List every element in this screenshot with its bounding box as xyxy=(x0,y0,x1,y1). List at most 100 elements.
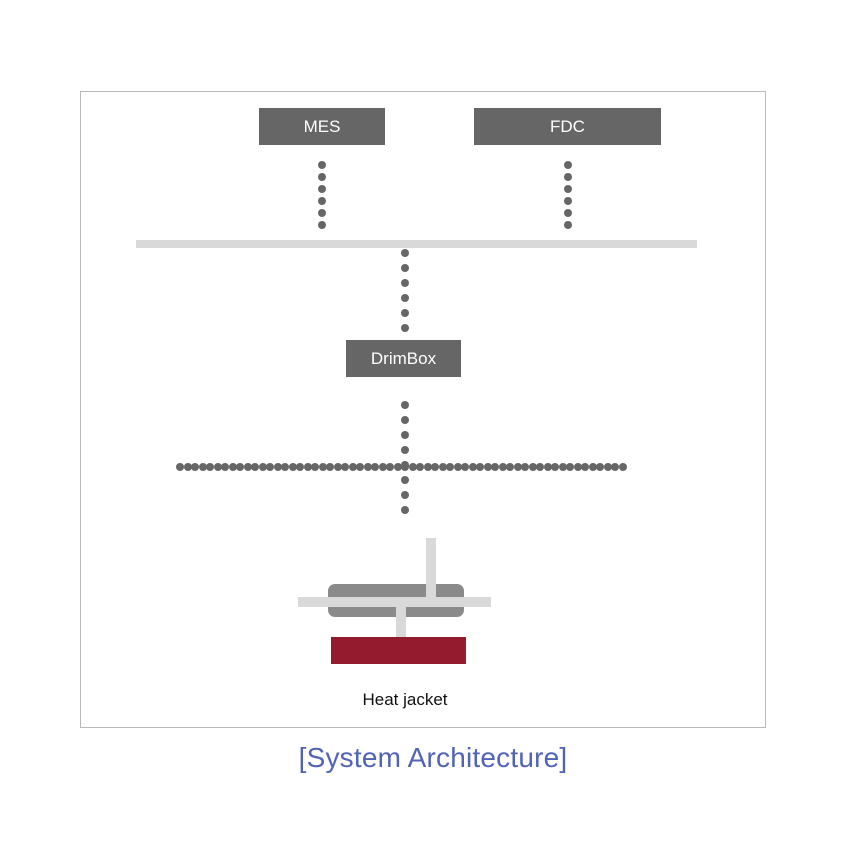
field-bus-dot xyxy=(266,463,274,471)
field-bus-dot xyxy=(588,463,597,471)
connector-dot xyxy=(318,197,326,205)
field-bus-dot xyxy=(176,463,184,471)
connector-dot xyxy=(401,264,409,272)
mes-label: MES xyxy=(303,116,341,136)
field-bus-dot xyxy=(528,463,537,471)
connector-dot xyxy=(401,431,409,439)
connector-dot xyxy=(401,491,409,499)
field-bus-dot xyxy=(311,463,319,471)
field-bus-dot xyxy=(483,463,492,471)
field-bus-dot xyxy=(431,463,439,471)
connector-dot xyxy=(401,506,409,514)
field-bus-dot xyxy=(446,463,454,471)
field-bus-dot xyxy=(236,463,244,471)
upper-network-bus xyxy=(136,240,697,248)
field-bus-dot xyxy=(416,463,424,471)
field-bus-dot xyxy=(258,463,267,471)
vertical-pipe-overlay xyxy=(426,584,436,600)
field-bus-dot xyxy=(303,463,312,471)
field-bus-dot xyxy=(378,463,387,471)
horizontal-pipe xyxy=(298,597,491,607)
field-bus-dot xyxy=(498,463,507,471)
field-bus-dot xyxy=(333,463,342,471)
field-bus-dot xyxy=(251,463,259,471)
heat-jacket xyxy=(331,637,466,664)
field-bus-dot xyxy=(281,463,289,471)
connector-dot xyxy=(401,446,409,454)
field-bus-dot xyxy=(438,463,447,471)
diagram-caption: [System Architecture] xyxy=(298,742,568,773)
connector-dot xyxy=(564,221,572,229)
field-bus-dot xyxy=(566,463,574,471)
field-bus-dot xyxy=(461,463,469,471)
field-bus-dot xyxy=(348,463,357,471)
field-bus-dot xyxy=(318,463,327,471)
connector-dot xyxy=(564,197,572,205)
connector-dot xyxy=(401,324,409,332)
field-bus-dot xyxy=(581,463,589,471)
field-bus-dot xyxy=(221,463,229,471)
connector-dot xyxy=(401,249,409,257)
field-bus-dot xyxy=(453,463,462,471)
field-bus-dot xyxy=(341,463,349,471)
field-bus-dot xyxy=(243,463,252,471)
connector-dot xyxy=(564,209,572,217)
field-bus-dot xyxy=(386,463,394,471)
drimbox-node: DrimBox xyxy=(346,340,461,377)
field-bus-dot xyxy=(326,463,334,471)
vertical-pipe-bottom xyxy=(396,605,406,640)
fdc-label: FDC xyxy=(550,116,585,136)
field-bus-dot xyxy=(521,463,529,471)
connector-dot xyxy=(564,161,572,169)
field-bus-dot xyxy=(513,463,522,471)
field-bus-dot xyxy=(296,463,304,471)
field-bus-dot xyxy=(491,463,499,471)
connector-dot xyxy=(318,209,326,217)
field-bus-dot xyxy=(356,463,364,471)
field-bus-dot xyxy=(371,463,379,471)
field-bus-dot xyxy=(476,463,484,471)
connector-dot xyxy=(401,401,409,409)
field-bus-dot xyxy=(536,463,544,471)
field-bus-dot xyxy=(596,463,604,471)
field-bus-dot xyxy=(228,463,237,471)
field-bus-dot xyxy=(603,463,612,471)
connector-dot xyxy=(318,173,326,181)
field-bus-dot xyxy=(213,463,222,471)
field-bus-dot xyxy=(551,463,559,471)
mes-node: MES xyxy=(259,108,385,145)
vertical-pipe-top xyxy=(426,538,436,600)
field-bus-dot xyxy=(363,463,372,471)
fdc-node: FDC xyxy=(474,108,661,145)
field-bus-dot xyxy=(618,463,627,471)
field-bus-dot xyxy=(401,463,409,471)
field-bus-dot xyxy=(273,463,282,471)
field-bus-dot xyxy=(558,463,567,471)
field-bus-dot xyxy=(468,463,477,471)
connector-dot xyxy=(401,279,409,287)
connector-dot xyxy=(318,221,326,229)
drimbox-label: DrimBox xyxy=(370,348,437,368)
connector-dot xyxy=(318,185,326,193)
field-bus-dot xyxy=(288,463,297,471)
field-bus-dot xyxy=(183,463,192,471)
field-bus-dot xyxy=(198,463,207,471)
field-bus-dot xyxy=(573,463,582,471)
connector-dot xyxy=(401,476,409,484)
field-bus-dot xyxy=(408,463,417,471)
connector-dot xyxy=(564,173,572,181)
field-bus-dot xyxy=(543,463,552,471)
connector-dot xyxy=(401,416,409,424)
field-bus-dot xyxy=(423,463,432,471)
connector-dot xyxy=(401,294,409,302)
connector-dot xyxy=(401,309,409,317)
field-bus-dot xyxy=(191,463,199,471)
field-bus-dot xyxy=(506,463,514,471)
heat-jacket-label: Heat jacket xyxy=(362,690,448,709)
connector-dot xyxy=(318,161,326,169)
field-bus-dot xyxy=(611,463,619,471)
connector-dot xyxy=(564,185,572,193)
field-bus-dot xyxy=(206,463,214,471)
field-bus-dot xyxy=(393,463,402,471)
diagram-frame xyxy=(80,91,766,728)
